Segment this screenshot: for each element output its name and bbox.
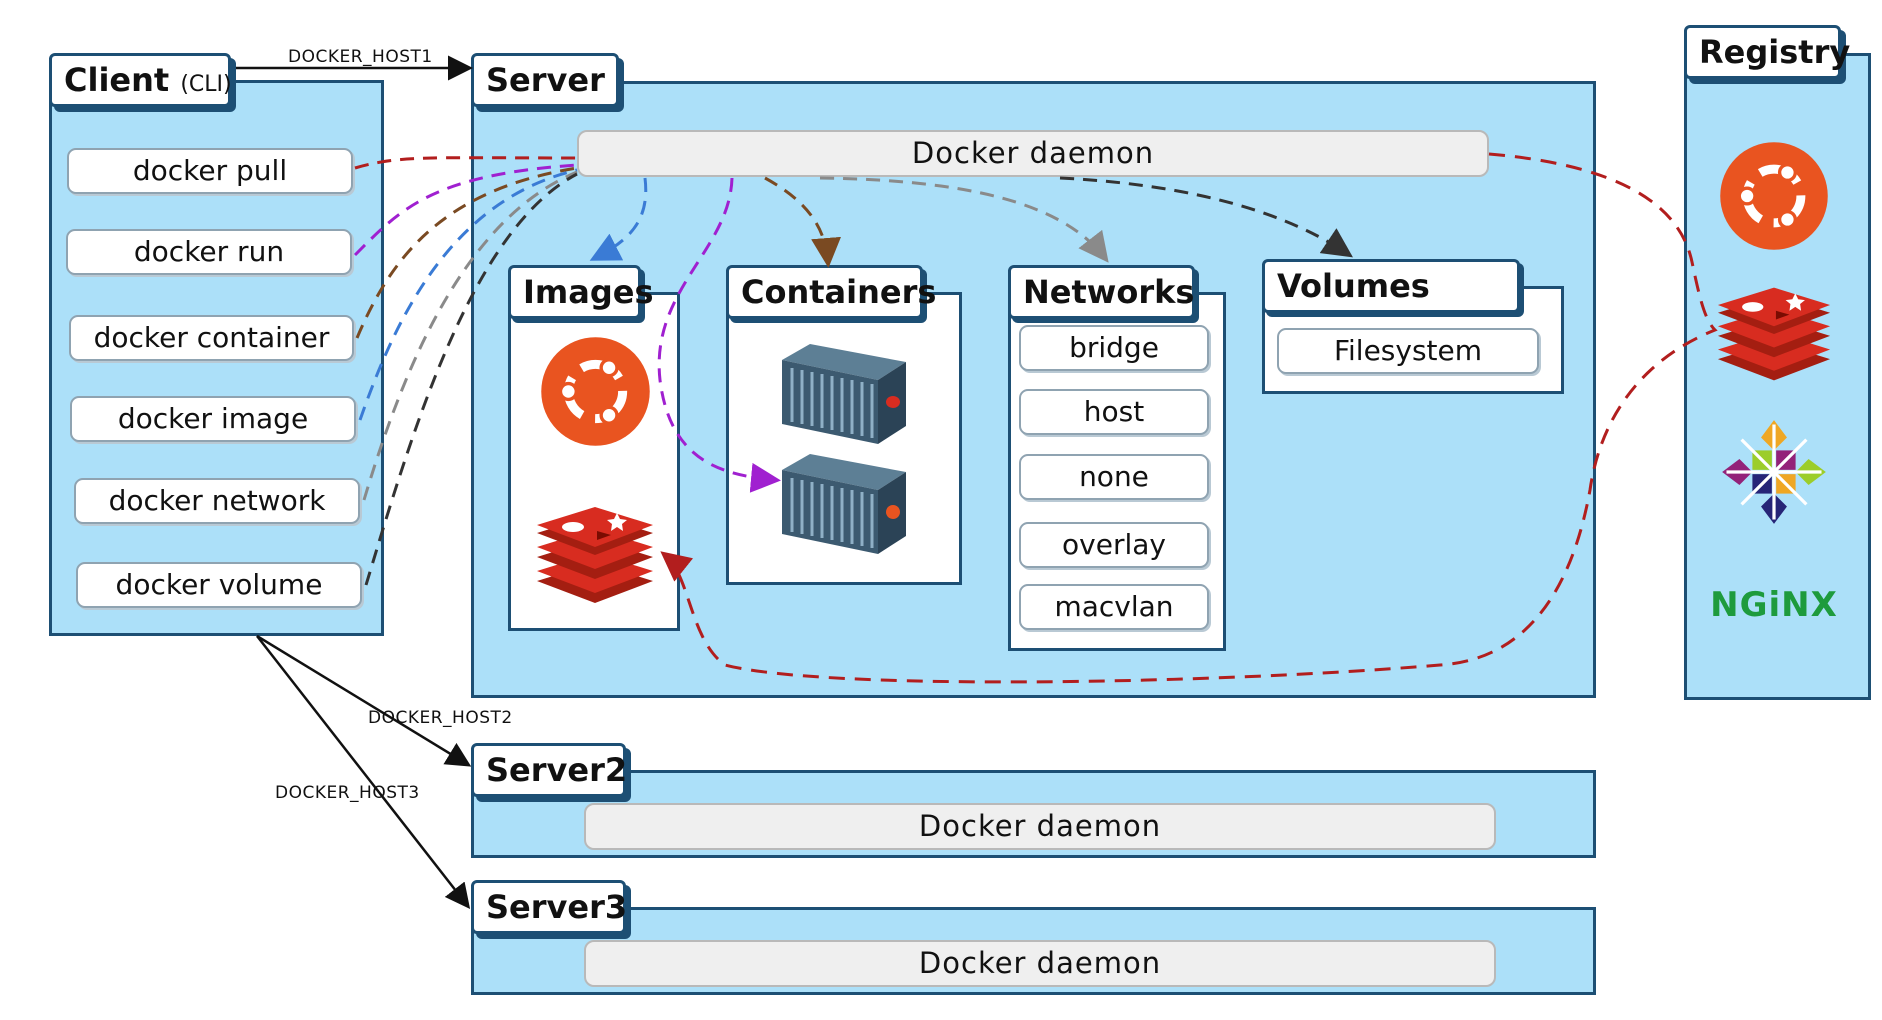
server3-title: Server3 [486, 888, 628, 926]
flow-daemon-volumes [1059, 176, 1353, 258]
flow-volume [364, 172, 578, 586]
server-title-tab: Server [471, 53, 619, 107]
images-title-tab: Images [508, 265, 654, 319]
nginx-logo-icon: NGiNX [1710, 585, 1838, 625]
volume-filesystem[interactable]: Filesystem [1277, 328, 1539, 374]
networks-title: Networks [1023, 273, 1195, 311]
volumes-title: Volumes [1277, 267, 1430, 305]
network-macvlan[interactable]: macvlan [1019, 584, 1209, 630]
flow-run-image-to-container [657, 177, 781, 493]
docker-host2-label: DOCKER_HOST2 [368, 708, 513, 728]
command-docker-pull[interactable]: docker pull [67, 148, 353, 194]
server2-title: Server2 [486, 751, 628, 789]
arrow-docker-host3 [256, 635, 471, 909]
registry-title: Registry [1699, 33, 1851, 71]
networks-title-tab: Networks [1008, 265, 1195, 319]
volumes-title-tab: Volumes [1262, 259, 1520, 313]
containers-title: Containers [741, 273, 937, 311]
docker-host1-label: DOCKER_HOST1 [288, 47, 433, 67]
ubuntu-logo-icon [541, 337, 650, 446]
network-none[interactable]: none [1019, 454, 1209, 500]
command-docker-image[interactable]: docker image [70, 396, 356, 442]
redis-logo-icon [537, 507, 653, 603]
container-icon [782, 454, 906, 554]
flow-daemon-networks [819, 176, 1109, 263]
client-title-tab: Client (CLI) [49, 53, 232, 107]
client-subtitle: (CLI) [180, 72, 232, 97]
server-docker-daemon[interactable]: Docker daemon [577, 130, 1489, 177]
server2-title-tab: Server2 [471, 743, 628, 797]
command-docker-volume[interactable]: docker volume [76, 562, 362, 608]
redis-logo-icon [1717, 287, 1831, 381]
flow-daemon-containers [764, 176, 841, 268]
client-title: Client [64, 61, 170, 99]
server3-docker-daemon[interactable]: Docker daemon [584, 940, 1496, 987]
network-overlay[interactable]: overlay [1019, 522, 1209, 568]
flow-pull-registry [660, 152, 1718, 684]
flow-pull [354, 156, 578, 170]
server-title: Server [486, 61, 605, 99]
server3-title-tab: Server3 [471, 880, 628, 934]
flow-run [353, 163, 578, 257]
network-host[interactable]: host [1019, 389, 1209, 435]
images-title: Images [523, 273, 654, 311]
flow-daemon-images [589, 177, 648, 261]
flow-image [358, 168, 578, 421]
command-docker-network[interactable]: docker network [74, 478, 360, 524]
flow-network [362, 170, 578, 501]
server2-docker-daemon[interactable]: Docker daemon [584, 803, 1496, 850]
centos-logo-icon [1722, 420, 1826, 524]
registry-title-tab: Registry [1684, 25, 1850, 79]
container-icon [782, 344, 906, 444]
arrow-docker-host2 [256, 634, 472, 767]
ubuntu-logo-icon [1720, 142, 1828, 250]
network-bridge[interactable]: bridge [1019, 325, 1209, 371]
command-docker-run[interactable]: docker run [66, 229, 352, 275]
command-docker-container[interactable]: docker container [69, 315, 354, 361]
flow-container [355, 166, 578, 339]
